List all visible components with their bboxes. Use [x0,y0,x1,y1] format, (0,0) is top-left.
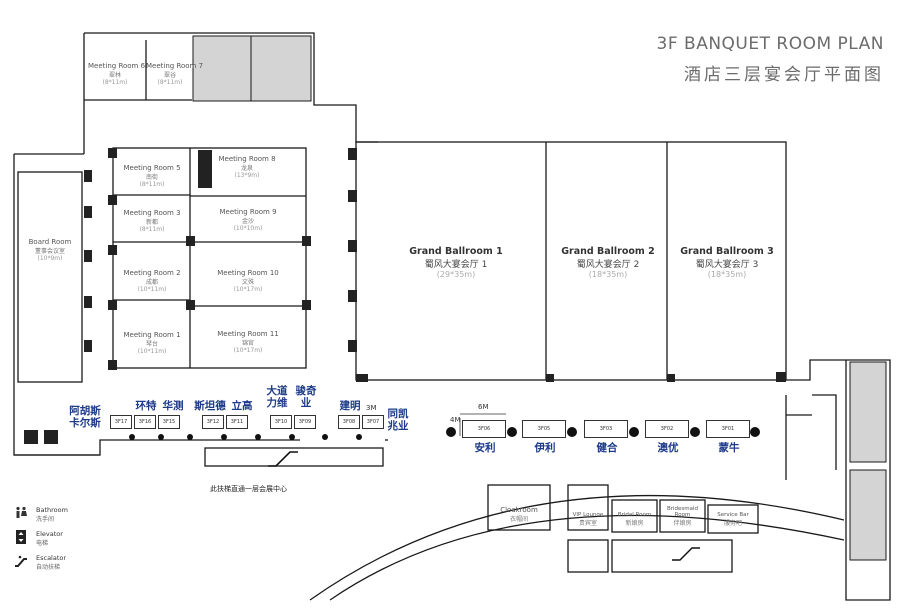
brand-label: 建明 [339,400,361,412]
booth-3f10[interactable]: 3F10 [270,415,292,429]
booth-3f08[interactable]: 3F08 [338,415,360,429]
brand-label: 立高 [231,400,253,412]
bathroom-icon [16,506,27,518]
dimension-width: 6M [478,403,489,411]
brand-label: 斯坦德 [194,400,226,412]
booth-3f02[interactable]: 3F02 [645,420,689,438]
escalator-icon [15,555,27,567]
plan-title-en: 3F BANQUET ROOM PLAN [656,34,884,54]
booth-3f06[interactable]: 3F06 [462,420,506,438]
brand-label: 健合 [596,442,618,454]
brand-label: 澳优 [657,442,679,454]
plan-title-cn: 酒店三层宴会厅平面图 [684,65,884,85]
brand-label: 蒙牛 [718,442,740,454]
booth-3f17[interactable]: 3F17 [110,415,132,429]
brand-label: 同凯 兆业 [387,408,409,432]
escalator-note: 此扶梯直通一层会展中心 [210,485,287,493]
booth-3f11[interactable]: 3F11 [226,415,248,429]
booth-3f12[interactable]: 3F12 [202,415,224,429]
brand-label: 大道 力维 [266,385,288,409]
booth-3f07[interactable]: 3F07 [362,415,384,429]
brand-label: 安利 [474,442,496,454]
booth-3f15[interactable]: 3F15 [158,415,180,429]
brand-label: 伊利 [534,442,556,454]
dimension-small: 3M [366,404,377,412]
elevator-icon [16,530,26,544]
booth-3f05[interactable]: 3F05 [522,420,566,438]
dimension-depth: 4M [450,416,461,424]
brand-label: 华测 [162,400,184,412]
booth-3f03[interactable]: 3F03 [584,420,628,438]
brand-label: 阿胡斯 卡尔斯 [69,405,101,429]
booth-3f16[interactable]: 3F16 [134,415,156,429]
brand-label: 环特 [135,400,157,412]
booth-3f09[interactable]: 3F09 [294,415,316,429]
brand-label: 骏奇 业 [295,385,317,409]
booth-3f01[interactable]: 3F01 [706,420,750,438]
